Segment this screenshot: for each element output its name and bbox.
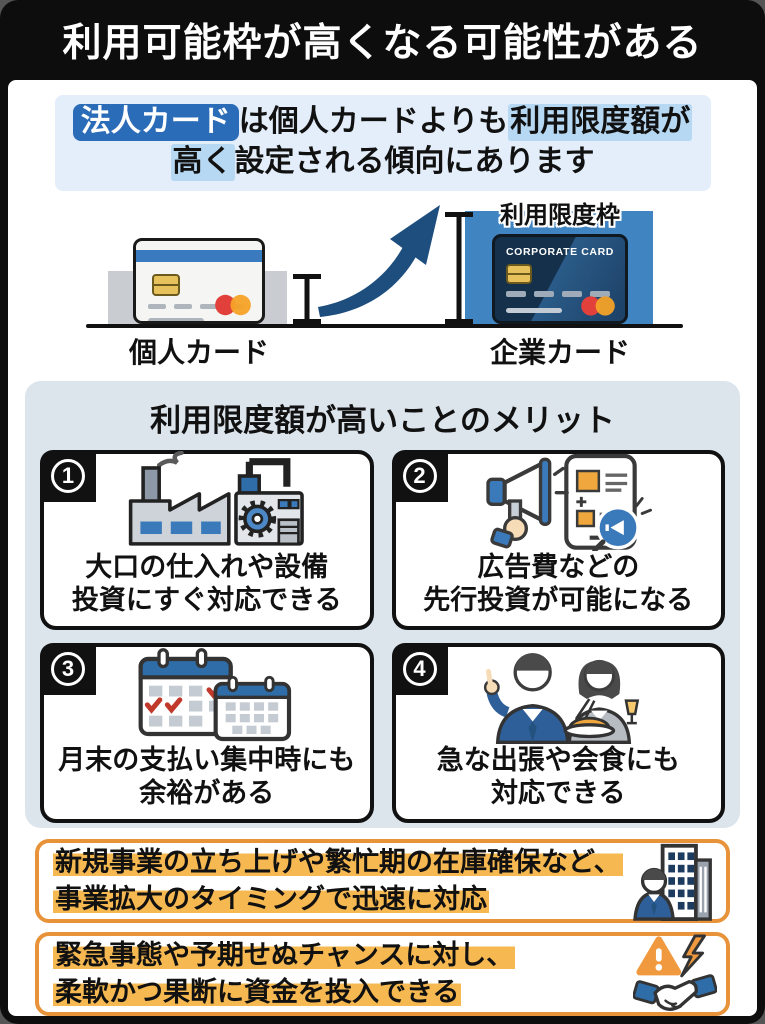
corporate-card-brand-text: CORPORATE CARD (506, 246, 614, 259)
corporate-card-label: 企業カード (489, 337, 630, 369)
subtitle-box: 法人カードは個人カードよりも利用限度額が 高く設定される傾向にあります (54, 95, 711, 192)
number-badge: 4 (391, 643, 448, 696)
calendars-checkmarks-icon (99, 638, 314, 744)
merits-grid: 1 (40, 450, 725, 824)
merit-text: 広告費などの先行投資が可能になる (423, 552, 694, 615)
card-stripe (136, 250, 262, 263)
content-area: 法人カードは個人カードよりも利用限度額が 高く設定される傾向にあります 利用限度… (8, 80, 757, 1016)
card-chip-icon (506, 264, 532, 285)
merit-card-3: 3 (40, 643, 374, 824)
corporate-card-pill: 法人カード (72, 104, 239, 141)
page-title: 利用可能枠が高くなる可能性がある (62, 22, 703, 65)
callout-emergency-funds: 緊急事態や予期せぬチャンスに対し、 柔軟かつ果断に資金を投入できる (35, 932, 730, 1016)
alert-lightning-handshake-icon (632, 934, 718, 1014)
subtitle-highlight-1: 利用限度額が (508, 104, 693, 141)
merits-panel: 利用限度額が高いことのメリット 1 (25, 381, 740, 829)
header-bar: 利用可能枠が高くなる可能性がある (0, 0, 765, 80)
baseline (86, 324, 683, 329)
merit-text: 月末の支払い集中時にも余裕がある (58, 745, 356, 808)
callout-text: 緊急事態や予期せぬチャンスに対し、 柔軟かつ果断に資金を投入できる (53, 939, 516, 1008)
corporate-card-illustration: CORPORATE CARD (492, 234, 628, 325)
merits-title: 利用限度額が高いことのメリット (150, 403, 615, 439)
subtitle-line-1: 法人カードは個人カードよりも利用限度額が (55, 102, 711, 142)
businessman-dinner-icon (451, 638, 666, 745)
credit-limit-label: 利用限度枠 (500, 202, 620, 230)
factory-machinery-icon (99, 445, 314, 551)
card-name-dash (148, 318, 204, 322)
subtitle-mid-text: は個人カードよりも (238, 105, 509, 138)
small-height-measure-icon (293, 274, 321, 325)
businessman-office-building-icon (632, 841, 718, 922)
number-badge: 2 (391, 450, 448, 503)
merit-text: 大口の仕入れや設備投資にすぐ対応できる (71, 552, 342, 615)
card-name-dash (506, 308, 562, 314)
mastercard-logo-icon (581, 296, 615, 316)
card-limit-comparison: 利用限度枠 CORPORATE CARD (8, 191, 757, 371)
callout-text: 新規事業の立ち上げや繁忙期の在庫確保など、 事業拡大のタイミングで迅速に対応 (53, 846, 623, 915)
callout-business-expansion: 新規事業の立ち上げや繁忙期の在庫確保など、 事業拡大のタイミングで迅速に対応 (35, 839, 730, 924)
personal-card-label: 個人カード (128, 337, 269, 369)
mastercard-logo-icon (215, 294, 251, 316)
merit-card-2: 2 (391, 450, 725, 631)
merit-card-1: 1 (40, 450, 374, 631)
merit-text: 急な出張や会食にも対応できる (436, 745, 680, 808)
subtitle-line-2: 高く設定される傾向にあります (55, 142, 711, 182)
personal-card-illustration (133, 238, 265, 325)
card-number-dashes (506, 291, 610, 298)
subtitle-rest-text: 設定される傾向にあります (234, 144, 595, 178)
merit-card-4: 4 (391, 643, 725, 824)
megaphone-smartphone-ad-icon (453, 445, 663, 552)
card-chip-icon (152, 274, 180, 297)
large-height-measure-icon (445, 212, 473, 325)
number-badge: 3 (40, 643, 96, 696)
number-badge: 1 (40, 450, 96, 503)
subtitle-highlight-2: 高く (170, 143, 235, 181)
growth-arrow-icon (313, 203, 445, 326)
